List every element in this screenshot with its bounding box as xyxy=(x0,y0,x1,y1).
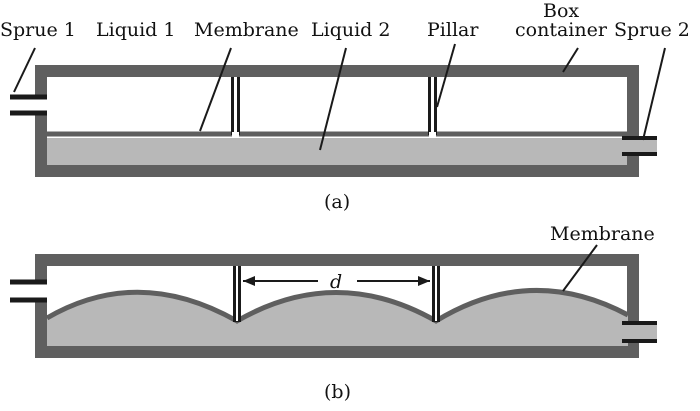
pillar-b-2-core xyxy=(435,266,437,321)
leader-box-container xyxy=(562,47,579,73)
leader-sprue-2 xyxy=(642,47,666,141)
leader-membrane-a xyxy=(199,47,232,132)
panel-b: d Membrane (b) xyxy=(10,223,657,403)
label-box: Box xyxy=(543,0,579,22)
pillar-a-1-core xyxy=(234,77,237,134)
label-liquid-1: Liquid 1 xyxy=(96,19,175,41)
liquid-2-bulges-b xyxy=(47,290,628,346)
label-container: container xyxy=(515,19,608,41)
leader-pillar xyxy=(436,43,456,108)
membrane-b xyxy=(45,287,630,324)
liquid-2-layer-a xyxy=(47,138,627,165)
label-sprue-1: Sprue 1 xyxy=(0,19,76,41)
label-pillar: Pillar xyxy=(427,19,479,41)
pillar-a-2-gap xyxy=(429,132,436,137)
caption-a: (a) xyxy=(324,191,350,213)
sprue-1-gap-a xyxy=(35,99,47,111)
pillar-a-1-gap xyxy=(232,132,239,137)
label-membrane-a: Membrane xyxy=(194,19,299,41)
panel-a: Sprue 1 Liquid 1 Membrane Liquid 2 Pilla… xyxy=(0,0,690,213)
label-sprue-2: Sprue 2 xyxy=(614,19,690,41)
label-d: d xyxy=(330,271,342,293)
sprue-1-gap-b xyxy=(35,284,47,298)
pillar-a-2-core xyxy=(431,77,434,134)
leader-liquid-2 xyxy=(319,47,347,151)
sprue-2-tube-b xyxy=(627,324,657,340)
arrowhead-left xyxy=(243,276,255,286)
leader-membrane-b xyxy=(562,244,598,292)
caption-b: (b) xyxy=(324,381,351,403)
pillar-b-1-core xyxy=(236,266,238,321)
leader-sprue-1 xyxy=(13,47,36,93)
label-membrane-b: Membrane xyxy=(550,223,655,245)
label-liquid-2: Liquid 2 xyxy=(311,19,390,41)
sprue-2-tube-a xyxy=(627,139,657,153)
arrowhead-right xyxy=(418,276,430,286)
